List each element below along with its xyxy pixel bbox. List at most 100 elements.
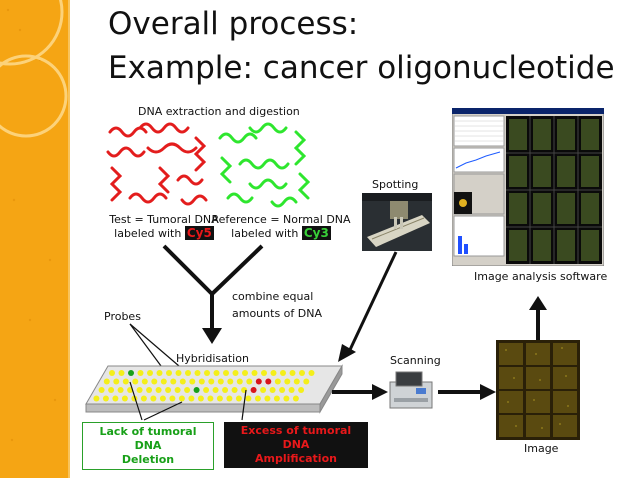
scanning-label: Scanning	[390, 354, 441, 367]
probe-spot	[212, 387, 219, 393]
probe-spot	[260, 387, 267, 393]
probe-spot	[208, 378, 215, 385]
probe-spot	[292, 395, 299, 402]
probe-spot	[118, 370, 125, 376]
probe-spot	[174, 387, 181, 393]
probe-spot	[98, 387, 105, 393]
probe-spot	[274, 378, 281, 385]
probe-spot	[165, 387, 172, 393]
probe-spot	[156, 370, 163, 376]
probe-spot	[188, 395, 195, 402]
probe-spot	[160, 378, 167, 385]
probe-spot	[293, 378, 300, 385]
probe-spot	[109, 370, 115, 376]
probe-spot	[269, 387, 276, 393]
probe-spot	[169, 395, 176, 402]
probe-spot	[250, 387, 257, 393]
probe-spot	[159, 395, 166, 402]
probe-spot	[223, 370, 229, 376]
probe-spot	[137, 370, 144, 376]
probe-spot	[289, 370, 296, 376]
probe-spot	[203, 387, 210, 393]
reference-dna-label: Reference = Normal DNA labeled with Cy3	[206, 213, 356, 240]
probe-spot	[264, 395, 271, 402]
combine-arrow	[162, 244, 264, 344]
probe-spot	[93, 395, 100, 402]
spotting-to-slide-arrow	[338, 251, 398, 362]
image-analysis-software-screenshot	[452, 108, 604, 266]
probe-spots	[93, 370, 315, 402]
image-to-software-arrow	[529, 296, 547, 340]
ref-labeled-with: labeled with	[231, 227, 299, 240]
probe-spot	[117, 387, 124, 393]
probe-spot	[273, 395, 280, 402]
combine-label-line1: combine equal	[232, 290, 314, 303]
probe-spot	[279, 387, 286, 393]
cy3-badge: Cy3	[301, 226, 331, 240]
probe-spot	[198, 378, 205, 385]
test-dna-label: Test = Tumoral DNA labeled with Cy5	[94, 213, 234, 240]
excess-label-line1: Excess of tumoral DNA	[240, 424, 352, 451]
image-analysis-label: Image analysis software	[474, 270, 608, 283]
probe-spot	[245, 395, 252, 402]
probe-spot	[254, 395, 261, 402]
probe-spot	[179, 378, 186, 385]
hybridisation-label: Hybridisation	[176, 352, 249, 365]
test-dna-strands	[106, 122, 208, 206]
probe-spot	[207, 395, 214, 402]
reference-dna-label-line1: Reference = Normal DNA	[211, 213, 351, 226]
probe-spot	[178, 395, 185, 402]
probe-spot	[197, 395, 204, 402]
probe-spot	[189, 378, 196, 385]
probe-spot	[193, 387, 200, 393]
probe-spot	[113, 378, 120, 385]
reference-dna-label-line2: labeled with Cy3	[206, 226, 356, 240]
probe-spot	[216, 395, 223, 402]
probe-spot	[235, 395, 242, 402]
probe-spot	[194, 370, 201, 376]
probe-spot	[108, 387, 115, 393]
microarray-slide	[85, 364, 343, 414]
probe-spot	[141, 378, 148, 385]
side-decoration-band	[0, 0, 70, 478]
probe-spot	[184, 387, 191, 393]
slide-title-line2: Example: cancer oligonucleotide	[108, 50, 615, 86]
probe-spot	[222, 387, 229, 393]
probes-label: Probes	[104, 310, 141, 323]
probe-spot	[236, 378, 243, 385]
lack-label-line2: Deletion	[121, 453, 175, 466]
test-dna-label-line2: labeled with Cy5	[94, 226, 234, 240]
probe-spot	[155, 387, 162, 393]
result-pointer-lines	[129, 381, 247, 421]
scanner-to-image-arrow	[438, 384, 496, 400]
slide-title-line1: Overall process:	[108, 6, 359, 42]
spotting-label: Spotting	[372, 178, 419, 191]
probe-spot	[204, 370, 210, 376]
probe-spot	[103, 378, 110, 385]
probe-spot	[121, 395, 128, 402]
probe-spot	[136, 387, 143, 393]
probe-spot	[132, 378, 139, 385]
dna-extraction-label: DNA extraction and digestion	[138, 105, 300, 118]
probe-spot	[255, 378, 262, 385]
probe-spot	[299, 370, 305, 376]
scanner-device-image	[389, 371, 433, 409]
probe-spot	[151, 378, 158, 385]
probe-spot	[246, 378, 253, 385]
probe-spot	[261, 370, 267, 376]
dna-strands-illustration	[106, 122, 311, 208]
probe-spot	[288, 387, 295, 393]
probe-spot	[102, 395, 109, 402]
probe-spot	[242, 370, 248, 376]
probe-spot	[280, 370, 286, 376]
excess-label-line2: Amplification	[255, 452, 337, 465]
combine-label: combine equal amounts of DNA	[232, 288, 322, 322]
probe-spot	[265, 378, 272, 385]
test-dna-label-line1: Test = Tumoral DNA	[109, 213, 219, 226]
probe-spot	[284, 378, 291, 385]
lack-deletion-box: Lack of tumoral DNA Deletion	[82, 422, 214, 470]
probe-spot	[112, 395, 119, 402]
probe-spot	[185, 370, 191, 376]
probe-spot	[298, 387, 305, 393]
probe-spot	[175, 370, 182, 376]
